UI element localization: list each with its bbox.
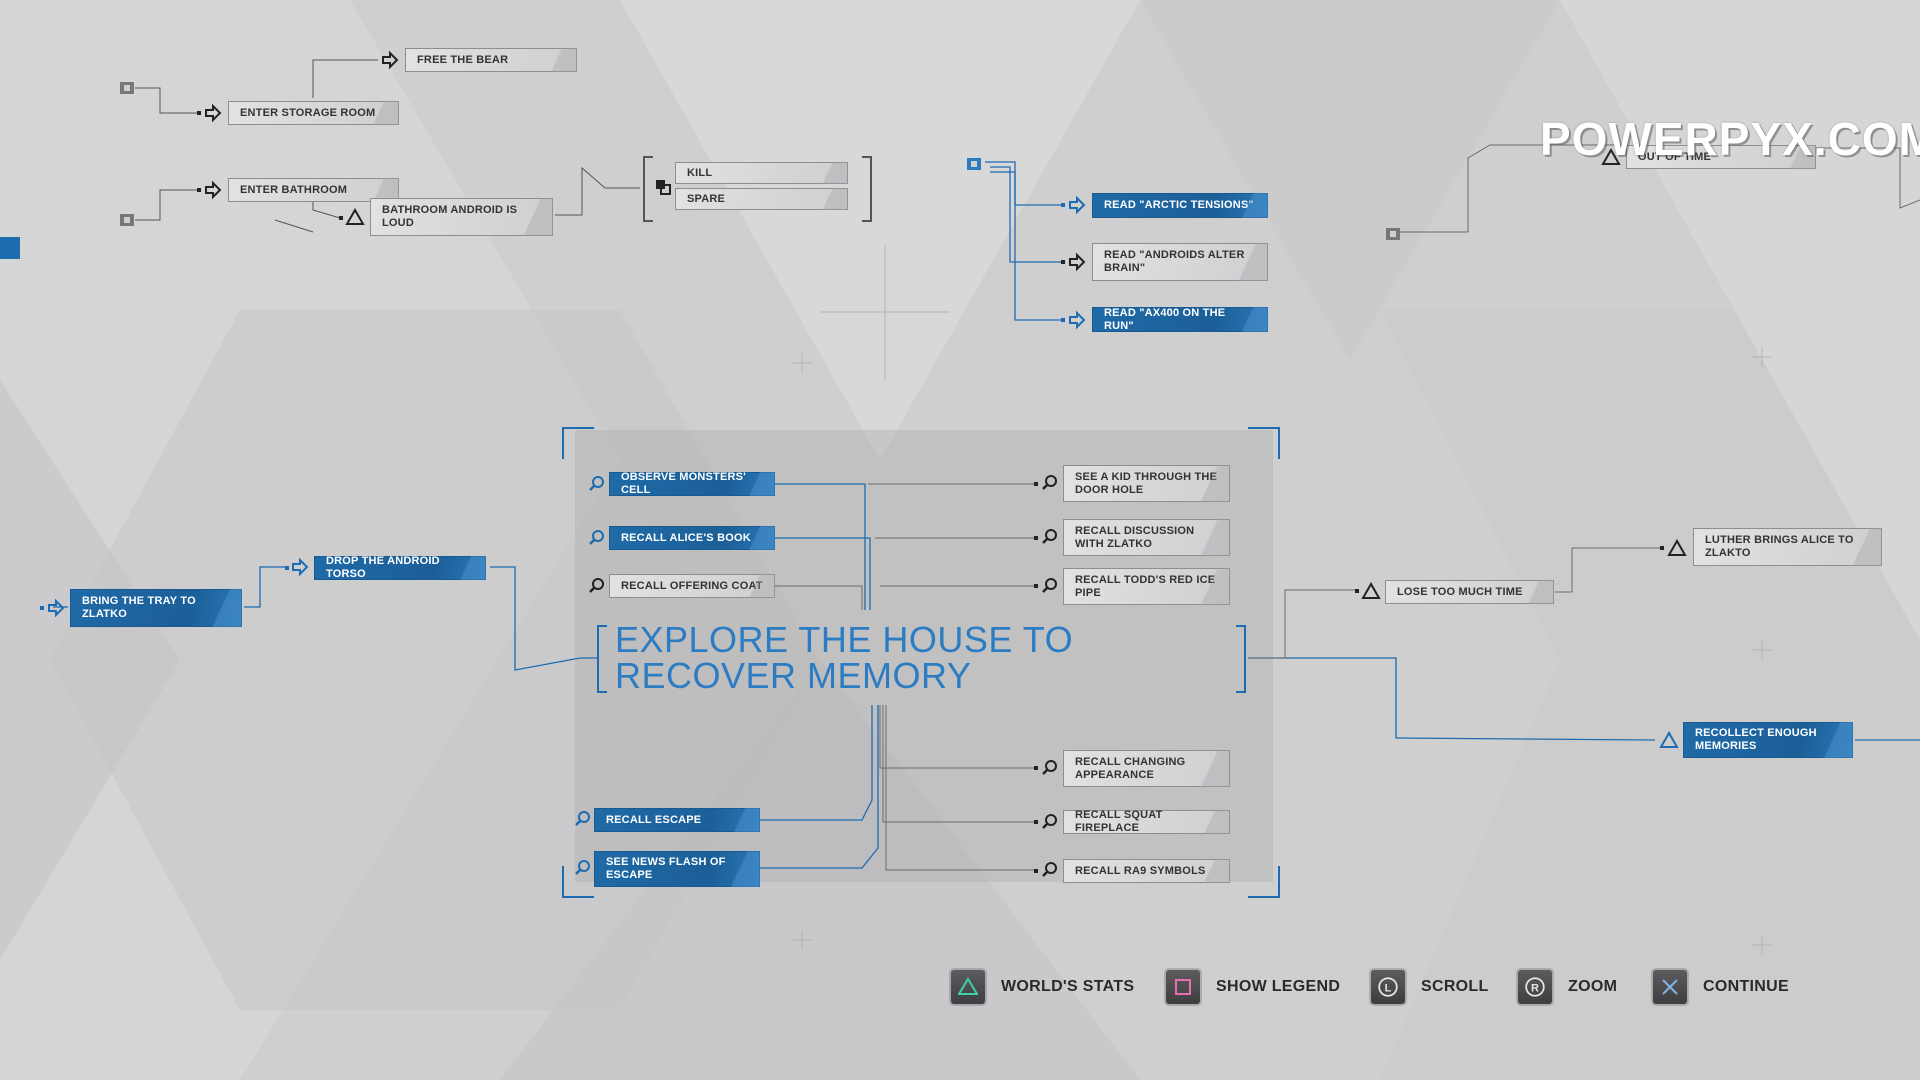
legend-scroll[interactable]: L SCROLL	[1371, 967, 1489, 1007]
magnifier-icon	[588, 577, 606, 595]
choice-bracket-left	[643, 156, 653, 222]
node-recall-discussion[interactable]: RECALL DISCUSSION WITH ZLATKO	[1063, 519, 1230, 556]
lock-icon	[966, 156, 982, 172]
node-out-of-time[interactable]: OUT OF TIME	[1626, 145, 1816, 169]
triangle-warning-icon	[345, 207, 365, 226]
panel-corner	[562, 866, 594, 898]
triangle-warning-icon	[1659, 730, 1679, 749]
watermark-text: POWERPYX.COM	[1540, 113, 1920, 165]
magnifier-icon	[1041, 577, 1059, 595]
node-recall-escape[interactable]: RECALL ESCAPE	[594, 808, 760, 832]
node-enter-storage-room[interactable]: ENTER STORAGE ROOM	[228, 101, 399, 125]
node-luther-brings-alice[interactable]: LUTHER BRINGS ALICE TO ZLAKTO	[1693, 528, 1882, 566]
connector-dot	[1061, 260, 1065, 264]
node-recall-squat-fireplace[interactable]: RECALL SQUAT FIREPLACE	[1063, 809, 1230, 834]
node-recall-changing-appearance[interactable]: RECALL CHANGING APPEARANCE	[1063, 750, 1230, 787]
node-read-arctic-tensions[interactable]: READ "ARCTIC TENSIONS"	[1092, 193, 1268, 218]
magnifier-icon	[1041, 813, 1059, 831]
connector-dot	[197, 111, 201, 115]
connector-dot	[1034, 536, 1038, 540]
node-read-androids-alter-brain[interactable]: READ "ANDROIDS ALTER BRAIN"	[1092, 243, 1268, 281]
lock-icon	[1385, 226, 1401, 242]
legend-continue[interactable]: CONTINUE	[1653, 967, 1789, 1007]
arrow-right-icon	[1068, 195, 1086, 215]
panel-corner	[1248, 866, 1280, 898]
magnifier-icon	[588, 529, 606, 547]
magnifier-icon	[1041, 759, 1059, 777]
arrow-right-icon	[204, 103, 222, 123]
triangle-warning-icon	[1667, 538, 1687, 557]
panel-corner	[1248, 427, 1280, 459]
objective-bracket-left	[597, 625, 607, 693]
choice-kill[interactable]: KILL	[675, 162, 848, 184]
node-bathroom-android-loud[interactable]: BATHROOM ANDROID IS LOUD	[370, 198, 553, 236]
connector-dot	[1061, 203, 1065, 207]
choice-spare[interactable]: SPARE	[675, 188, 848, 210]
svg-text:L: L	[1385, 982, 1392, 994]
choice-icon	[654, 178, 672, 196]
arrow-right-icon	[291, 557, 309, 577]
connector-dot	[1034, 584, 1038, 588]
node-recall-ra9-symbols[interactable]: RECALL RA9 SYMBOLS	[1063, 859, 1230, 883]
node-see-news-flash[interactable]: SEE NEWS FLASH OF ESCAPE	[594, 851, 760, 887]
objective-title: EXPLORE THE HOUSE TO RECOVER MEMORY	[615, 622, 1255, 694]
square-button-icon	[1166, 970, 1200, 1004]
node-recall-offering-coat[interactable]: RECALL OFFERING COAT	[609, 574, 775, 598]
magnifier-icon	[588, 475, 606, 493]
offscreen-node-tab[interactable]	[0, 237, 20, 259]
connector-dot	[339, 216, 343, 220]
legend-zoom[interactable]: R ZOOM	[1518, 967, 1617, 1007]
left-stick-icon: L	[1371, 970, 1405, 1004]
node-recall-alices-book[interactable]: RECALL ALICE'S BOOK	[609, 526, 775, 550]
connector-dot	[197, 188, 201, 192]
arrow-right-icon	[204, 180, 222, 200]
objective-bracket-right	[1236, 625, 1246, 693]
magnifier-icon	[1041, 861, 1059, 879]
magnifier-icon	[1041, 474, 1059, 492]
lock-icon	[119, 212, 135, 228]
connector-dot	[1034, 820, 1038, 824]
right-stick-icon: R	[1518, 970, 1552, 1004]
connector-dot	[40, 606, 44, 610]
connector-dot	[1061, 318, 1065, 322]
node-bring-tray-to-zlatko[interactable]: BRING THE TRAY TO ZLATKO	[70, 589, 242, 627]
legend-show-legend[interactable]: SHOW LEGEND	[1166, 967, 1340, 1007]
triangle-warning-icon	[1601, 147, 1621, 166]
objective-line-2: RECOVER MEMORY	[615, 655, 972, 696]
lock-icon	[119, 80, 135, 96]
connector-dot	[285, 566, 289, 570]
magnifier-icon	[1041, 528, 1059, 546]
svg-text:R: R	[1531, 982, 1539, 994]
cross-button-icon	[1653, 970, 1687, 1004]
node-see-a-kid[interactable]: SEE A KID THROUGH THE DOOR HOLE	[1063, 465, 1230, 502]
node-drop-android-torso[interactable]: DROP THE ANDROID TORSO	[314, 555, 486, 580]
legend-worlds-stats[interactable]: WORLD'S STATS	[951, 967, 1134, 1007]
magnifier-icon	[574, 810, 592, 828]
magnifier-icon	[574, 859, 592, 877]
panel-corner	[562, 427, 594, 459]
node-enter-bathroom[interactable]: ENTER BATHROOM	[228, 178, 399, 202]
node-observe-monsters-cell[interactable]: OBSERVE MONSTERS' CELL	[609, 471, 775, 496]
triangle-warning-icon	[1361, 581, 1381, 600]
arrow-right-icon	[381, 50, 399, 70]
arrow-right-icon	[47, 598, 65, 618]
connector-dot	[1034, 482, 1038, 486]
triangle-button-icon	[951, 970, 985, 1004]
connector-dot	[1034, 766, 1038, 770]
node-recollect-enough-memories[interactable]: RECOLLECT ENOUGH MEMORIES	[1683, 722, 1853, 758]
connector-dot	[1355, 589, 1359, 593]
objective-line-1: EXPLORE THE HOUSE TO	[615, 619, 1074, 660]
choice-bracket-right	[862, 156, 872, 222]
node-free-the-bear[interactable]: FREE THE BEAR	[405, 48, 577, 72]
arrow-right-icon	[1068, 252, 1086, 272]
arrow-right-icon	[1068, 310, 1086, 330]
connector-dot	[1034, 869, 1038, 873]
node-recall-todds-pipe[interactable]: RECALL TODD'S RED ICE PIPE	[1063, 568, 1230, 605]
connector-dot	[1660, 546, 1664, 550]
node-read-ax400-on-the-run[interactable]: READ "AX400 ON THE RUN"	[1092, 307, 1268, 332]
node-lose-too-much-time[interactable]: LOSE TOO MUCH TIME	[1385, 580, 1554, 604]
